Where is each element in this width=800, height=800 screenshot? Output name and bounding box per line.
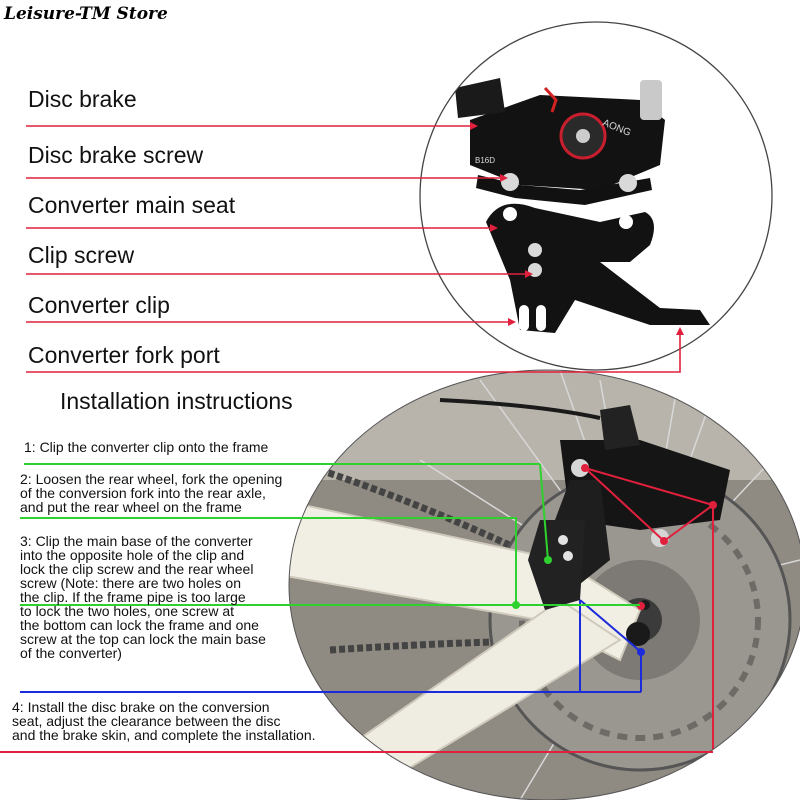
label-converter-main-seat: Converter main seat	[28, 192, 236, 218]
part-leaders	[26, 125, 681, 373]
step-3-line-7: the bottom can lock the frame and one	[20, 617, 259, 633]
step-4-line-2: seat, adjust the clearance between the d…	[12, 713, 281, 729]
step-3-line-3: lock the clip screw and the rear wheel	[20, 561, 254, 577]
step-3-line-1: 3: Clip the main base of the converter	[20, 533, 253, 549]
step-3-line-5: the clip. If the frame pipe is too large	[20, 589, 246, 605]
disc-brake-screw-right-icon	[619, 174, 637, 192]
step-leaders	[0, 463, 713, 753]
label-disc-brake-screw: Disc brake screw	[28, 142, 204, 168]
store-watermark: Leisure-TM Store	[4, 4, 168, 24]
step-4-line-3: and the brake skin, and complete the ins…	[12, 727, 316, 743]
step-3-line-6: to lock the two holes, one screw at	[20, 603, 234, 619]
part-leader-arrows	[470, 122, 684, 335]
step-2-line-1: 2: Loosen the rear wheel, fork the openi…	[20, 471, 283, 487]
step-3-line-2: into the opposite hole of the clip and	[20, 547, 245, 563]
step-1-line-1: 1: Clip the converter clip onto the fram…	[24, 439, 269, 455]
product-photo: AONG B16D	[420, 22, 772, 370]
label-disc-brake: Disc brake	[28, 86, 137, 112]
step-3-line-8: screw at the top can lock the main base	[20, 631, 266, 647]
label-clip-screw: Clip screw	[28, 242, 135, 268]
rear-axle-icon	[626, 622, 650, 646]
label-converter-clip: Converter clip	[28, 292, 170, 318]
step-3-line-9: of the converter)	[20, 645, 122, 661]
label-converter-fork-port: Converter fork port	[28, 342, 220, 368]
step-2-line-2: of the conversion fork into the rear axl…	[20, 485, 266, 501]
step-2-line-3: and put the rear wheel on the frame	[20, 499, 242, 515]
converter-seat-icon	[486, 203, 710, 333]
caliper-model-text: B16D	[475, 156, 495, 165]
caliper-icon: AONG B16D	[455, 78, 665, 190]
instructions-title: Installation instructions	[60, 388, 293, 414]
brake-bracket-icon	[476, 175, 652, 205]
clip-screw-upper-icon	[528, 243, 542, 257]
step-3-line-4: screw (Note: there are two holes on	[20, 575, 241, 591]
brake-cable-icon	[439, 398, 601, 420]
mounted-clip-icon	[528, 520, 585, 610]
install-markers	[581, 464, 717, 610]
step-4-line-1: 4: Install the disc brake on the convers…	[12, 699, 270, 715]
disc-brake-screw-left-icon	[501, 173, 519, 191]
